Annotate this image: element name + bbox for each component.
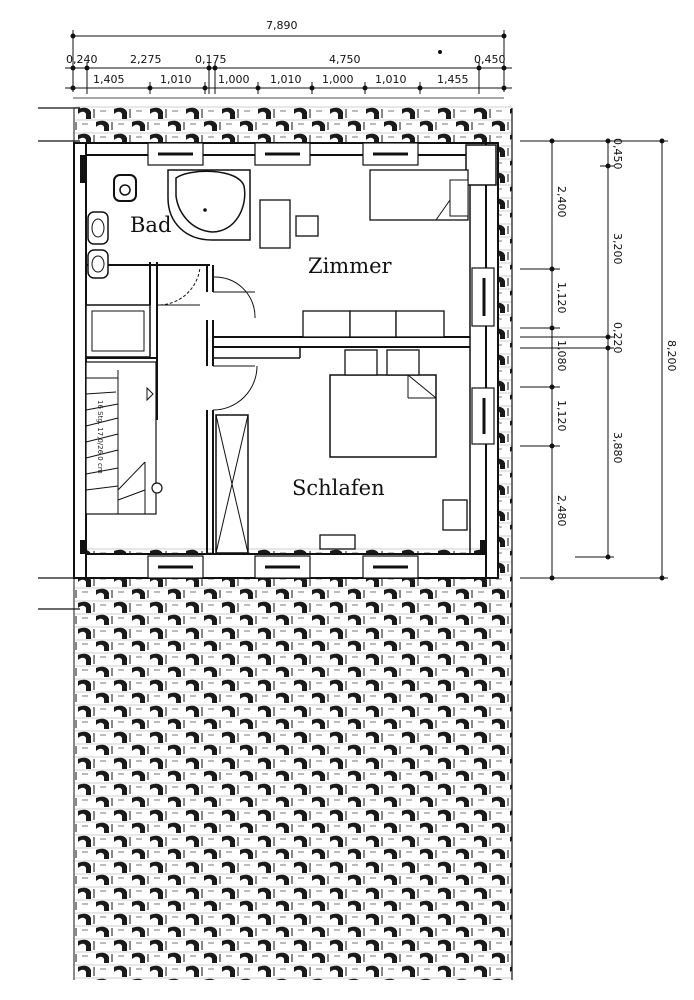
room-label-zimmer: Zimmer xyxy=(308,254,393,278)
zimmer-furniture xyxy=(259,169,469,338)
dim-top-row2: 1,000 xyxy=(322,73,354,86)
interior-walls xyxy=(86,185,471,554)
room-label-schlafen: Schlafen xyxy=(292,476,385,500)
dim-right-total: 8,200 xyxy=(665,340,678,372)
staircase xyxy=(85,361,163,515)
dim-top-row1: 0,240 xyxy=(66,53,98,66)
dim-top-row2: 1,455 xyxy=(437,73,469,86)
dim-top-row2: 1,000 xyxy=(218,73,250,86)
top-dimensions xyxy=(65,30,512,99)
dim-top-row1: 0,175 xyxy=(195,53,227,66)
schlafen-furniture xyxy=(319,349,468,550)
windows-right xyxy=(471,267,495,445)
dim-top-row2: 1,010 xyxy=(160,73,192,86)
windows-bottom xyxy=(147,555,419,579)
dim-top-row1: 2,275 xyxy=(130,53,162,66)
dim-right-col1: 1,080 xyxy=(555,340,568,372)
dim-top-row2: 1,405 xyxy=(93,73,125,86)
dim-top-row2: 1,010 xyxy=(375,73,407,86)
dim-right-col2: 0,450 xyxy=(611,138,624,170)
dim-right-col1: 2,480 xyxy=(555,495,568,527)
dim-right-col2: 0,220 xyxy=(611,322,624,354)
dim-top-row1: 4,750 xyxy=(329,53,361,66)
stair-note: 16 Stg. 17,0/26,0 cm xyxy=(96,400,104,474)
roof-tiles xyxy=(75,105,512,980)
dim-right-col1: 1,120 xyxy=(555,282,568,314)
room-label-bad: Bad xyxy=(130,213,171,237)
dim-right-col1: 2,400 xyxy=(555,186,568,218)
bathroom-fixtures xyxy=(85,169,251,358)
doors xyxy=(157,266,258,554)
windows-top xyxy=(147,142,419,166)
dim-right-col2: 3,200 xyxy=(611,233,624,265)
right-dimensions xyxy=(520,138,668,581)
dim-top-total: 7,890 xyxy=(266,19,298,32)
dim-top-row2: 1,010 xyxy=(270,73,302,86)
dim-right-col2: 3,880 xyxy=(611,432,624,464)
left-edge-lines xyxy=(38,107,80,610)
dim-right-col1: 1,120 xyxy=(555,400,568,432)
dim-top-row1: 0,450 xyxy=(474,53,506,66)
